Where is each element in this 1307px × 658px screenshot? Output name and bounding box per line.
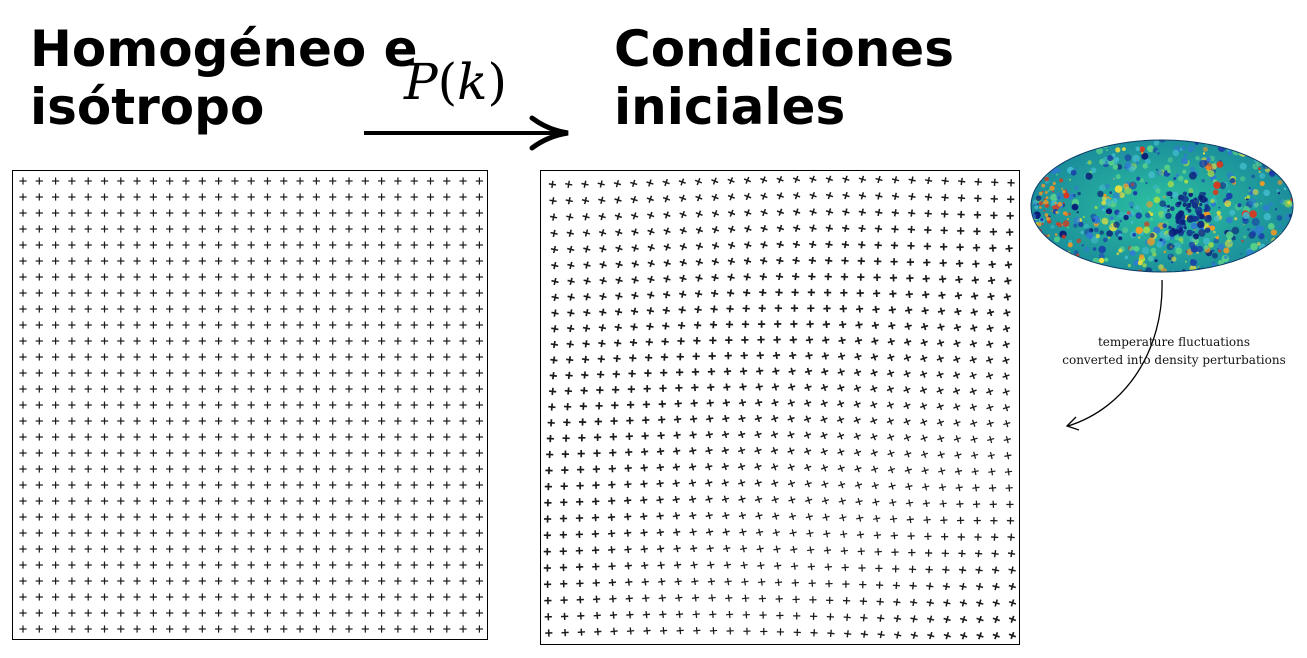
title-homogeneous-isotropic: Homogéneo e isótropo: [30, 20, 418, 136]
power-spectrum-symbol: P: [404, 53, 438, 111]
cmb-map-image: [1030, 139, 1294, 273]
power-spectrum-label: P(k): [404, 53, 507, 111]
title-right-line-1: Condiciones: [614, 20, 954, 78]
title-initial-conditions: Condiciones iniciales: [614, 20, 954, 136]
title-left-line-2: isótropo: [30, 78, 265, 136]
cmb-caption: temperature fluctuations converted into …: [1046, 333, 1302, 369]
uniform-grid-canvas: [19, 177, 483, 633]
cmb-caption-line-1: temperature fluctuations: [1097, 335, 1251, 349]
transform-arrow-icon: [364, 115, 569, 151]
curved-arrow-icon: [1065, 280, 1163, 431]
perturbed-grid-canvas: [543, 175, 1017, 640]
uniform-particle-grid: [12, 170, 488, 640]
title-left-line-1: Homogéneo e: [30, 20, 418, 78]
cmb-caption-line-2: converted into density perturbations: [1062, 353, 1286, 367]
title-right-line-2: iniciales: [614, 78, 846, 136]
perturbed-particle-grid: [540, 170, 1020, 645]
power-spectrum-argument: k: [457, 53, 488, 111]
